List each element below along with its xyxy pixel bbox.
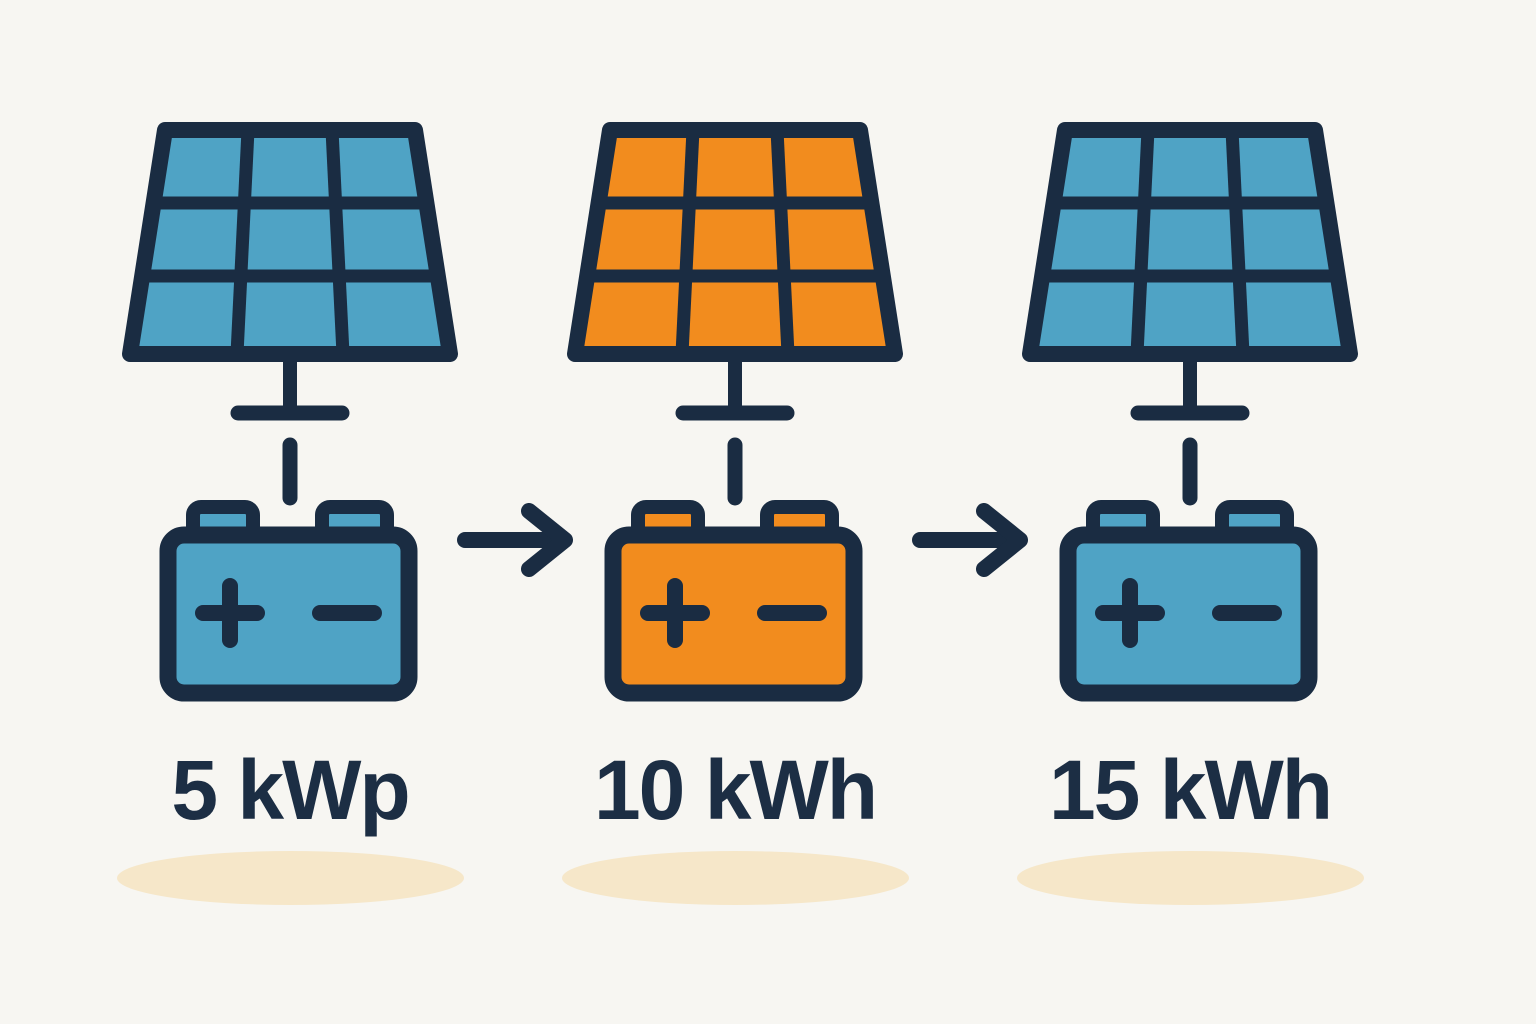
stage-5kwp: 5 kWp [110,0,470,1024]
plus-symbol [1095,578,1165,648]
connector-line [230,348,350,506]
solar-panel-icon [567,122,903,362]
battery-icon [1059,500,1318,702]
battery-icon [604,500,863,702]
arrow-right-icon [912,503,1028,577]
battery-icon [159,500,418,702]
plus-symbol [640,578,710,648]
solar-panel-battery-illustration [567,122,903,702]
ground-shadow [117,851,464,905]
ground-shadow [1017,851,1364,905]
stage-15kwh: 15 kWh [1010,0,1370,1024]
plus-symbol [195,578,265,648]
stage-10kwh: 10 kWh [555,0,915,1024]
connector-line [1130,348,1250,506]
solar-panel-battery-illustration [1022,122,1358,702]
solar-panel-battery-illustration [122,122,458,702]
capacity-label: 10 kWh [593,743,878,837]
arrow-right-icon [457,503,573,577]
solar-panel-icon [122,122,458,362]
ground-shadow [562,851,909,905]
connector-line [675,348,795,506]
solar-panel-icon [1022,122,1358,362]
capacity-label: 15 kWh [1048,743,1333,837]
capacity-label: 5 kWp [171,743,410,837]
